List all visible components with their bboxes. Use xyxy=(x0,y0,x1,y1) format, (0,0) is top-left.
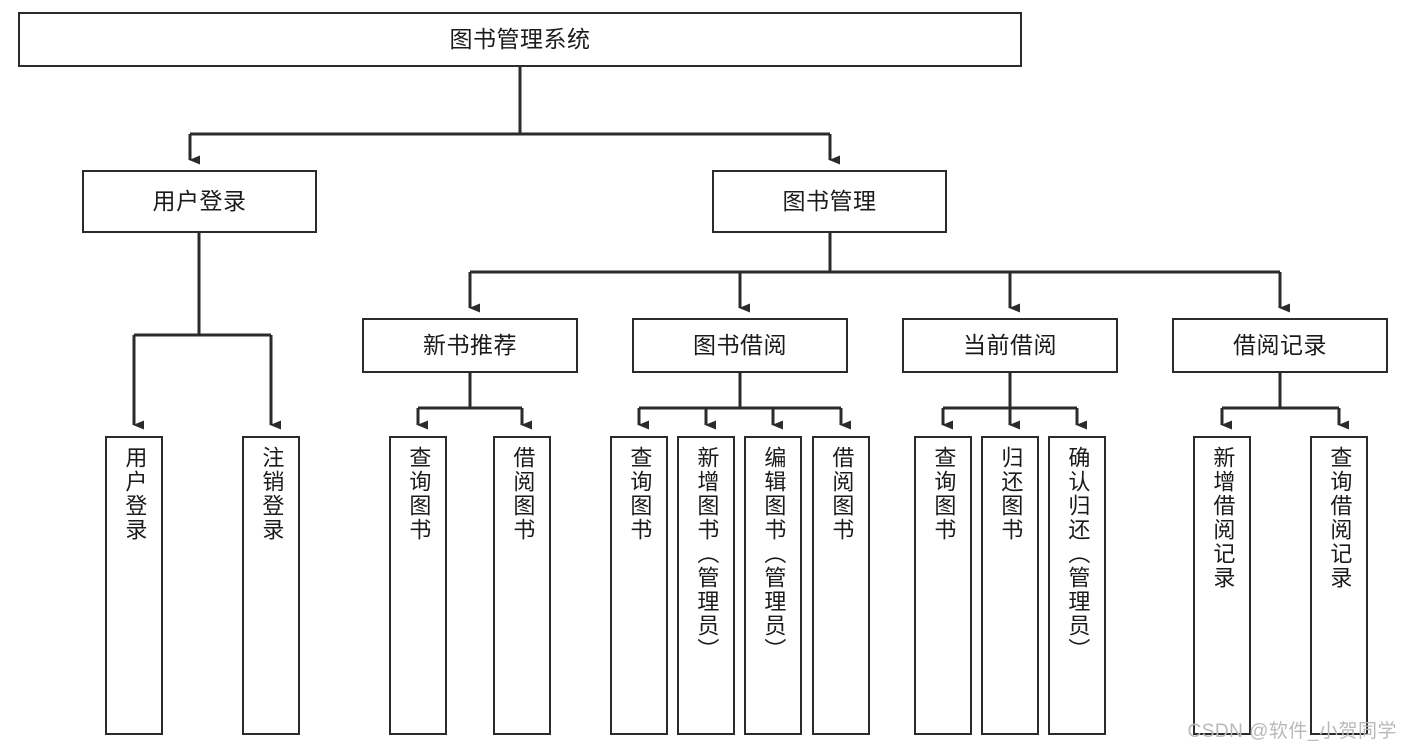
leaf-book-borrow-add[interactable]: 新增图书（管理员） xyxy=(677,436,735,735)
csdn-watermark: CSDN @软件_小贺同学 xyxy=(1187,721,1397,742)
leaf-book-borrow-edit[interactable]: 编辑图书（管理员） xyxy=(744,436,802,735)
leaf-book-borrow-add-label: 新增图书（管理员） xyxy=(694,446,720,662)
node-root[interactable]: 图书管理系统 xyxy=(18,12,1022,67)
leaf-borrow-record-add[interactable]: 新增借阅记录 xyxy=(1193,436,1251,735)
leaf-user-login-logout-label: 注销登录 xyxy=(259,446,285,542)
node-borrow-record[interactable]: 借阅记录 xyxy=(1172,318,1388,373)
node-new-book-recommend-label: 新书推荐 xyxy=(423,331,517,358)
leaf-book-borrow-query[interactable]: 查询图书 xyxy=(610,436,668,735)
leaf-current-borrow-confirm[interactable]: 确认归还（管理员） xyxy=(1048,436,1106,735)
leaf-book-borrow-query-label: 查询图书 xyxy=(627,446,653,542)
node-current-borrow-label: 当前借阅 xyxy=(963,331,1057,358)
leaf-new-book-borrow[interactable]: 借阅图书 xyxy=(493,436,551,735)
leaf-book-borrow-borrow[interactable]: 借阅图书 xyxy=(812,436,870,735)
node-user-login-label: 用户登录 xyxy=(152,187,247,214)
node-book-borrow-label: 图书借阅 xyxy=(693,331,787,358)
leaf-current-borrow-query[interactable]: 查询图书 xyxy=(914,436,972,735)
leaf-user-login-logout[interactable]: 注销登录 xyxy=(242,436,300,735)
leaf-borrow-record-query-label: 查询借阅记录 xyxy=(1327,446,1353,590)
leaf-new-book-query-label: 查询图书 xyxy=(406,446,432,542)
node-book-management-label: 图书管理 xyxy=(782,187,877,214)
node-new-book-recommend[interactable]: 新书推荐 xyxy=(362,318,578,373)
node-current-borrow[interactable]: 当前借阅 xyxy=(902,318,1118,373)
node-book-borrow[interactable]: 图书借阅 xyxy=(632,318,848,373)
leaf-new-book-query[interactable]: 查询图书 xyxy=(389,436,447,735)
node-book-management[interactable]: 图书管理 xyxy=(712,170,947,233)
leaf-current-borrow-query-label: 查询图书 xyxy=(931,446,957,542)
leaf-current-borrow-return-label: 归还图书 xyxy=(998,446,1024,542)
leaf-current-borrow-confirm-label: 确认归还（管理员） xyxy=(1065,446,1091,662)
node-borrow-record-label: 借阅记录 xyxy=(1233,331,1327,358)
node-user-login[interactable]: 用户登录 xyxy=(82,170,317,233)
leaf-user-login-login-label: 用户登录 xyxy=(122,446,148,542)
leaf-borrow-record-add-label: 新增借阅记录 xyxy=(1210,446,1236,590)
leaf-book-borrow-borrow-label: 借阅图书 xyxy=(829,446,855,542)
leaf-current-borrow-return[interactable]: 归还图书 xyxy=(981,436,1039,735)
leaf-user-login-login[interactable]: 用户登录 xyxy=(105,436,163,735)
node-root-label: 图书管理系统 xyxy=(449,25,591,52)
leaf-new-book-borrow-label: 借阅图书 xyxy=(510,446,536,542)
leaf-borrow-record-query[interactable]: 查询借阅记录 xyxy=(1310,436,1368,735)
leaf-book-borrow-edit-label: 编辑图书（管理员） xyxy=(761,446,787,662)
